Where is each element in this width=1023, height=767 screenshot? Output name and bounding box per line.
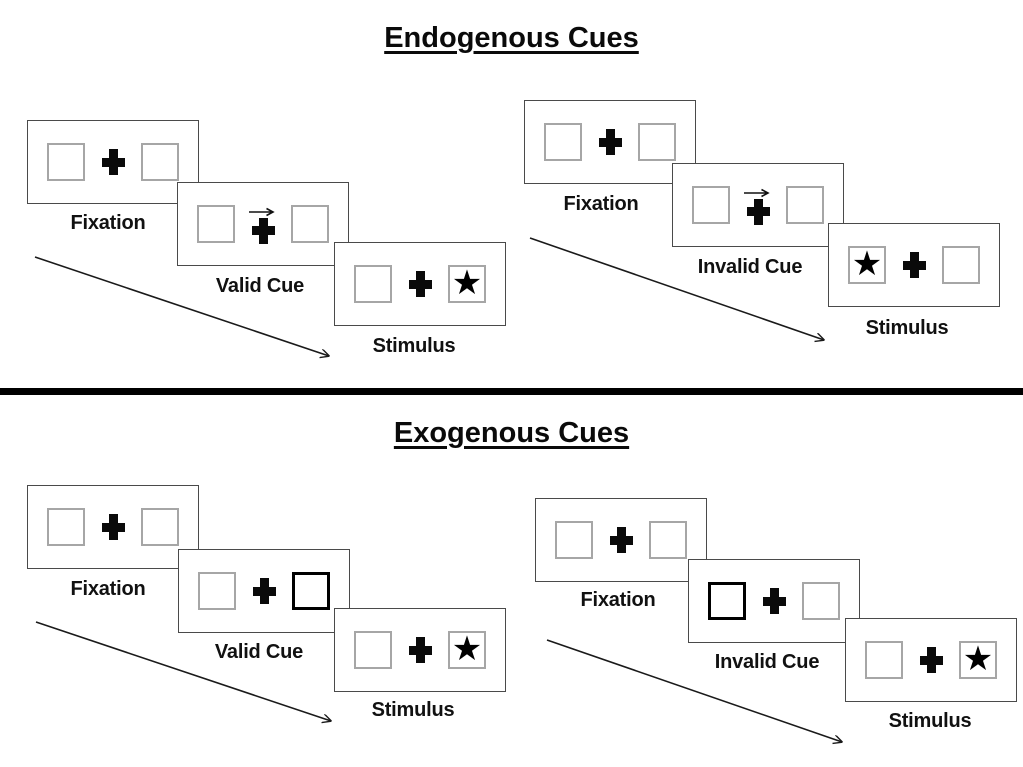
plus-icon (762, 588, 786, 614)
target-box: ★ (448, 631, 486, 669)
diagonal-arrow-icon (34, 256, 329, 356)
fixation-panel (535, 498, 707, 582)
diagonal-arrow-icon (529, 237, 824, 340)
panel-label: Invalid Cue (697, 256, 803, 278)
invalid-cue-panel (672, 163, 844, 247)
right-box (141, 143, 179, 181)
left-box (354, 631, 392, 669)
panel-label: Valid Cue (215, 275, 305, 297)
plus-icon (408, 637, 432, 663)
stimulus-panel: ★ (828, 223, 1000, 307)
cue-highlight-box (292, 572, 330, 610)
panel-label: Valid Cue (214, 641, 304, 663)
right-box (638, 123, 676, 161)
plus-icon (598, 129, 622, 155)
right-box (141, 508, 179, 546)
stimulus-panel: ★ (845, 618, 1017, 702)
plus-icon (251, 217, 275, 244)
panel-label: Stimulus (888, 710, 972, 732)
left-box (47, 508, 85, 546)
panel-label: Fixation (70, 212, 146, 234)
target-box: ★ (448, 265, 486, 303)
right-box (802, 582, 840, 620)
left-box (544, 123, 582, 161)
plus-icon (746, 198, 770, 225)
plus-icon (408, 271, 432, 297)
valid-cue-panel (177, 182, 349, 266)
left-box (47, 143, 85, 181)
plus-icon (919, 647, 943, 673)
plus-icon (902, 252, 926, 278)
right-arrow-icon (744, 188, 770, 197)
section-divider (0, 388, 1023, 395)
star-icon: ★ (962, 639, 994, 679)
panel-label: Stimulus (371, 699, 455, 721)
invalid-cue-panel (688, 559, 860, 643)
target-box: ★ (959, 641, 997, 679)
panel-label: Fixation (70, 578, 146, 600)
fixation-panel (27, 485, 199, 569)
right-box (291, 205, 329, 243)
left-box (555, 521, 593, 559)
fixation-panel (524, 100, 696, 184)
diagonal-arrow-icon (35, 621, 331, 721)
cue-highlight-box (708, 582, 746, 620)
stimulus-panel: ★ (334, 608, 506, 692)
panel-label: Fixation (563, 193, 639, 215)
left-box (865, 641, 903, 679)
star-icon: ★ (451, 629, 483, 669)
left-box (692, 186, 730, 224)
diagonal-arrow-icon (546, 639, 842, 742)
panel-label: Stimulus (865, 317, 949, 339)
right-arrow-icon (249, 207, 275, 216)
stimulus-panel: ★ (334, 242, 506, 326)
right-box (649, 521, 687, 559)
panel-label: Stimulus (372, 335, 456, 357)
valid-cue-panel (178, 549, 350, 633)
panel-label: Fixation (580, 589, 656, 611)
plus-icon (609, 527, 633, 553)
panel-label: Invalid Cue (714, 651, 820, 673)
right-box (942, 246, 980, 284)
right-box (786, 186, 824, 224)
star-icon: ★ (851, 244, 883, 284)
star-icon: ★ (451, 263, 483, 303)
left-box (198, 572, 236, 610)
fixation-panel (27, 120, 199, 204)
target-box: ★ (848, 246, 886, 284)
left-box (354, 265, 392, 303)
left-box (197, 205, 235, 243)
plus-icon (101, 149, 125, 175)
plus-icon (101, 514, 125, 540)
section-title-exogenous: Exogenous Cues (393, 417, 630, 449)
section-title-endogenous: Endogenous Cues (384, 22, 639, 54)
plus-icon (252, 578, 276, 604)
